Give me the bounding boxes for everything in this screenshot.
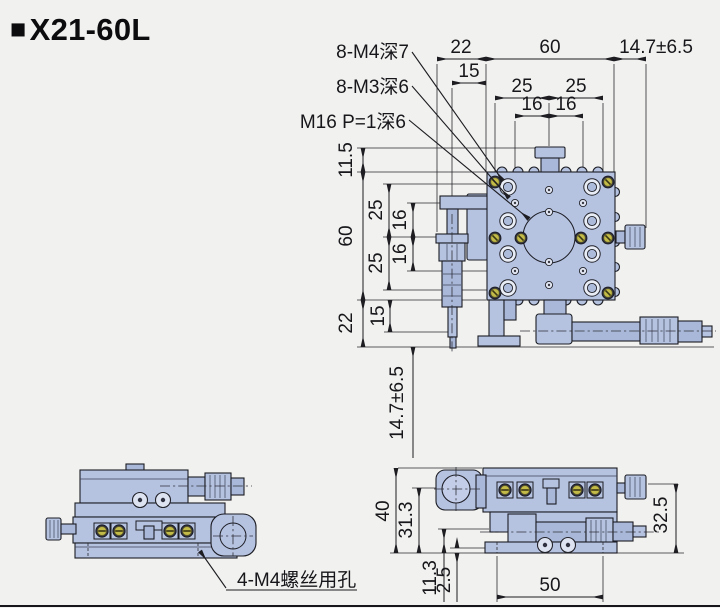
side-left-knob	[45, 517, 77, 541]
dimension-texts: 22 60 14.7±6.5 15 25 25 16 16 11.5 60 22…	[336, 37, 693, 596]
top-adjust-knob	[534, 146, 566, 174]
right-adjust-knob	[615, 224, 646, 250]
title-bullet-icon: ■	[10, 13, 27, 44]
dim-front-40: 40	[373, 500, 394, 521]
side-right-bracket	[210, 513, 257, 557]
lower-stage-front	[480, 511, 660, 548]
callout-m16: M16 P=1深6	[300, 111, 406, 133]
dim-top-60: 60	[539, 37, 560, 58]
dim-left-16-top: 16	[390, 209, 411, 230]
guide-roller	[131, 491, 149, 509]
callout-leaders	[198, 51, 531, 591]
dim-front-32-5: 32.5	[651, 497, 672, 534]
callout-m3: 8-M3深6	[336, 76, 409, 98]
title-text: X21-60L	[29, 12, 151, 47]
dim-left-25-top: 25	[366, 199, 387, 220]
dim-top-travel: 14.7±6.5	[619, 37, 693, 58]
horizontal-micrometer-top-view	[520, 299, 716, 345]
guide-roller	[536, 536, 554, 554]
page-title: ■ X21-60L	[10, 12, 151, 48]
dim-left-25-bottom: 25	[366, 252, 387, 273]
dim-top-16-right: 16	[555, 94, 576, 115]
dim-front-11-3: 11.3	[420, 560, 441, 596]
dim-travel-vertical: 14.7±6.5	[387, 366, 408, 440]
guide-roller	[559, 536, 577, 554]
base-plate-side	[74, 542, 238, 559]
dim-left-11-5: 11.5	[336, 142, 357, 178]
front-right-knob	[616, 474, 647, 500]
dim-front-31-3: 31.3	[396, 502, 417, 539]
front-carriage-screws	[496, 478, 604, 505]
page-bottom-border	[0, 605, 720, 607]
dim-top-22: 22	[450, 37, 471, 58]
dim-top-25-left: 25	[511, 76, 532, 97]
vertical-micrometer	[435, 193, 490, 352]
callout-base-screws: 4-M4螺丝用孔	[237, 569, 356, 591]
dim-top-25-right: 25	[565, 76, 586, 97]
lower-stage-side	[72, 516, 226, 544]
side-micrometer	[160, 472, 252, 501]
dim-front-2-5: 2.5	[434, 567, 455, 593]
callout-texts: 8-M4深7 8-M3深6 M16 P=1深6 4-M4螺丝用孔	[237, 41, 409, 591]
guide-roller	[154, 491, 172, 509]
callout-m4: 8-M4深7	[336, 41, 409, 63]
top-view-drawing	[435, 146, 716, 352]
dimension-lines	[360, 56, 679, 602]
dim-left-22: 22	[336, 312, 357, 333]
lower-bracket	[477, 299, 521, 347]
dim-left-15: 15	[368, 305, 389, 326]
dim-left-60: 60	[336, 225, 357, 246]
dim-front-50: 50	[539, 575, 560, 596]
dim-top-15: 15	[458, 61, 479, 82]
side-view-drawing	[45, 463, 257, 559]
front-view-drawing	[434, 467, 660, 554]
dim-left-16-bottom: 16	[390, 243, 411, 264]
dim-top-16-left: 16	[521, 94, 542, 115]
extension-lines	[357, 64, 714, 602]
middle-stage-side	[74, 502, 226, 518]
front-left-clamp	[434, 467, 487, 511]
